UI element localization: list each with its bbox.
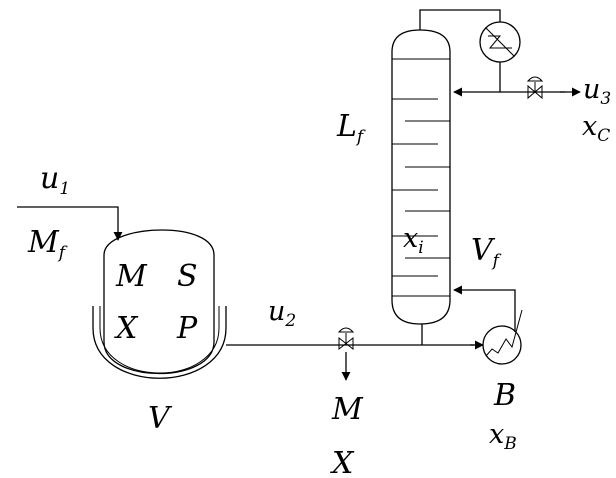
reactor: [92, 229, 227, 379]
label-reactor-p: P: [176, 311, 198, 346]
label-m-out: M: [331, 392, 364, 427]
label-reactor-x: X: [114, 311, 139, 346]
label-u1: u1: [40, 161, 70, 199]
reactor-vessel: [103, 229, 215, 375]
label-reactor-s: S: [177, 259, 198, 294]
label-xb: xB: [489, 419, 517, 454]
distillation-column: [391, 29, 451, 325]
label-u2: u2: [268, 296, 296, 331]
label-mf: Mf: [27, 225, 68, 263]
condenser-icon[interactable]: [479, 21, 521, 63]
label-xc: xC: [582, 111, 610, 146]
valve-u2-icon[interactable]: [337, 327, 355, 351]
overhead-vapor-line: [419, 9, 501, 30]
reboiler-vapor-line: [453, 285, 516, 332]
label-b: B: [493, 378, 516, 413]
valve-u3-icon[interactable]: [526, 76, 544, 100]
label-v: V: [148, 401, 173, 436]
label-u3: u3: [583, 74, 611, 109]
reboiler-icon[interactable]: [482, 309, 523, 365]
label-x-out: X: [330, 446, 355, 478]
label-xi: xi: [403, 223, 424, 258]
feed-line: [17, 206, 123, 241]
label-lf: Lf: [336, 109, 366, 147]
label-reactor-m: M: [115, 259, 148, 294]
label-vf: Vf: [471, 233, 502, 271]
column-shell: [391, 29, 451, 325]
reactor-jacket: [92, 306, 227, 379]
